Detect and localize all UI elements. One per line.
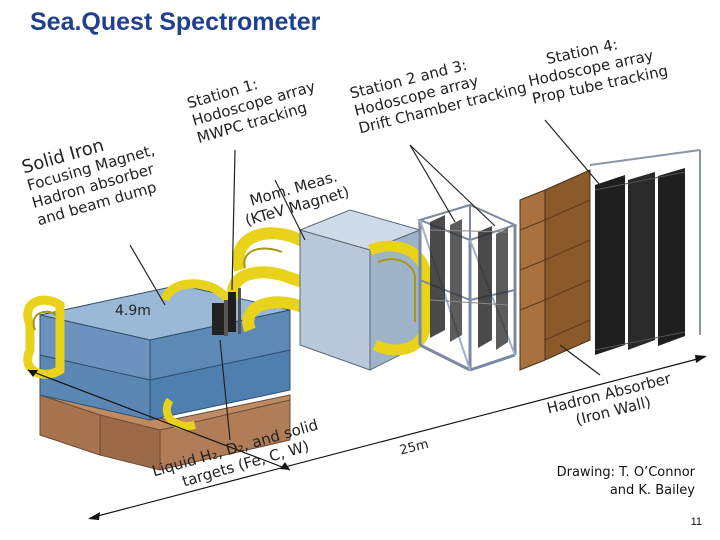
leader-station23-b <box>409 144 496 227</box>
leader-station23 <box>409 144 456 223</box>
leader-station1 <box>231 149 236 291</box>
slide-title: Sea.Quest Spectrometer <box>30 8 321 36</box>
leader-mom-meas <box>274 179 306 241</box>
station4-hadron-absorber <box>519 149 701 371</box>
drawing-credit: Drawing: T. O’Connor and K. Bailey <box>556 465 695 498</box>
page-number: 11 <box>690 516 702 528</box>
leader-solid-iron <box>129 244 166 306</box>
leader-targets <box>219 339 231 441</box>
kmag-ktev-magnet <box>227 209 431 371</box>
stations-2-3-frame <box>416 203 518 372</box>
label-4-9m: 4.9m <box>115 303 151 319</box>
leader-station4 <box>544 119 601 186</box>
dimension-25m <box>88 355 707 520</box>
leader-hadron-absorber <box>559 344 601 376</box>
